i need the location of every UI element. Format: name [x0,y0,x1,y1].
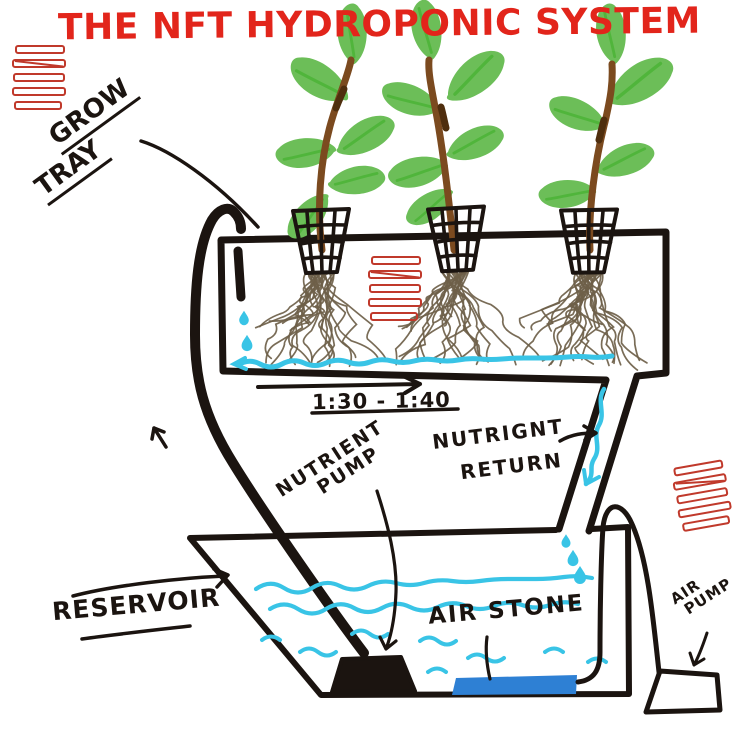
net-pot-icon [557,206,620,276]
root-strand [547,272,590,332]
root-mass [254,272,387,368]
root-strand [270,272,308,366]
root-strand [446,270,540,357]
root-strand [530,272,595,331]
root-strand [281,272,331,325]
watermark-stripes-icon [12,45,66,110]
flow-direction-arrow [256,374,460,415]
air-tube [575,504,662,685]
root-strand [579,272,639,371]
page-title: THE NFT HYDROPONIC SYSTEM [57,0,702,49]
drip-icon [239,310,249,326]
flow-up-arrow [150,426,168,449]
root-strand [323,272,336,361]
watermark-stripes-icon [672,459,732,532]
root-strand [583,272,615,367]
root-strand [443,270,469,318]
root-strand [518,272,587,329]
root-strand [317,272,326,330]
root-strand [522,272,599,361]
air-stone-pointer [484,635,492,681]
nutrient-return-flow [582,386,607,487]
root-strand [440,270,458,321]
root-strand [294,272,319,325]
root-mass [518,272,648,371]
root-strand [432,270,462,324]
root-strand [305,272,326,324]
grow-tray-pointer [139,139,260,229]
air-stone [452,675,577,695]
root-strand [575,272,604,326]
tube-outlet [233,246,253,352]
watermark-stripes-icon [368,256,422,321]
nutrient-pump-pointer [375,489,398,651]
air-pump-pointer [688,631,709,667]
root-strand [321,272,379,359]
root-strand [328,272,387,359]
nutrient-return-pointer [558,424,598,443]
root-strand [540,272,593,324]
root-strand [560,272,595,328]
air-pump [643,668,723,715]
tray-water [229,353,615,371]
root-strand [582,272,648,364]
root-strand [574,272,616,365]
root-mass [394,270,540,366]
reservoir-water [253,574,608,674]
root-strand [454,270,517,366]
drip-icon [241,334,253,352]
root-strand [322,272,358,359]
plant-2 [375,0,516,254]
reservoir-pointer [71,567,230,641]
flow-rate-label: 1:30 - 1:40 [311,387,452,415]
nutrient-pump [330,655,417,694]
